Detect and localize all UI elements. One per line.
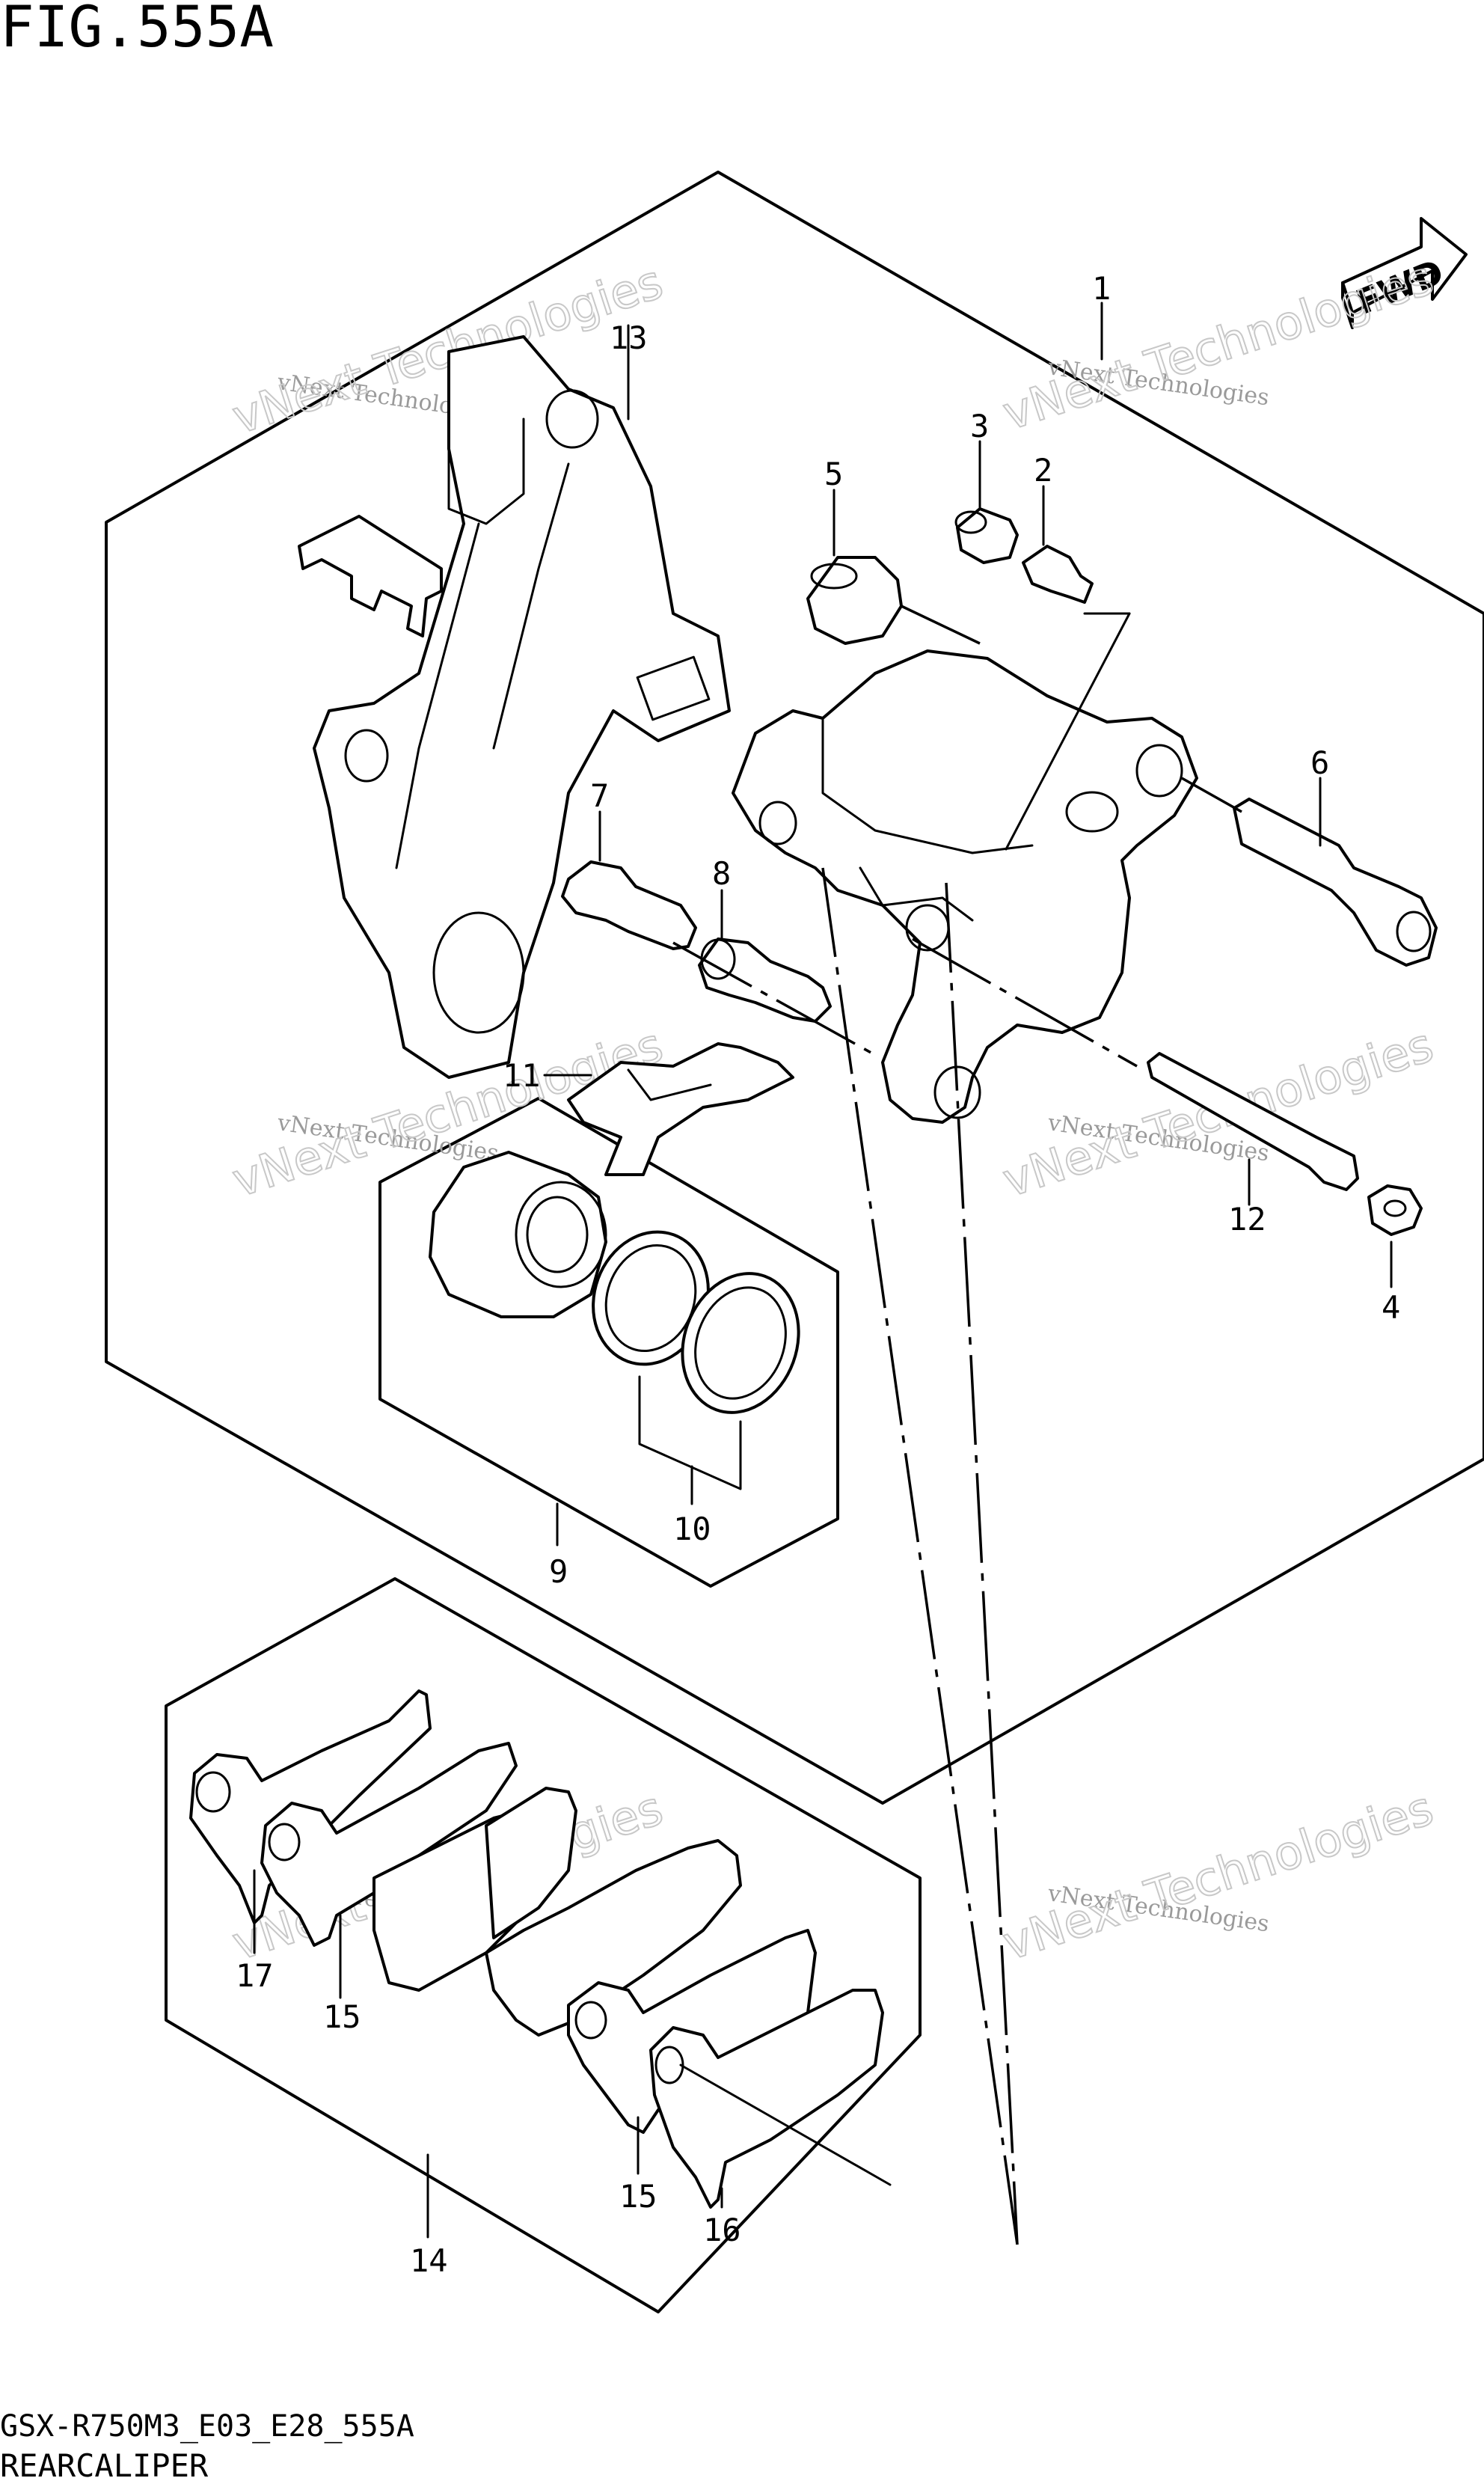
slide-pin-boot [806, 556, 903, 645]
callout-7: 7 [590, 777, 609, 814]
pad-spring [567, 1042, 794, 1176]
callout-13: 13 [610, 319, 648, 356]
callout-15-lower: 15 [619, 2178, 657, 2215]
leader-lines [253, 302, 1393, 2245]
pad-spring-clip [298, 515, 443, 637]
callout-1: 1 [1092, 270, 1111, 307]
callout-4: 4 [1382, 1289, 1400, 1326]
figure-name: REARCALIPER [0, 2447, 209, 2484]
callout-5: 5 [824, 456, 843, 492]
figure-title: FIG.555A [0, 0, 274, 60]
slide-pin-bolt [561, 860, 697, 950]
callout-17: 17 [236, 1957, 274, 1994]
svg-text:vNext Technologies: vNext Technologies [996, 251, 1439, 441]
pad-kit-outline [165, 1577, 922, 2313]
caliper-bolt [1233, 798, 1438, 967]
caliper-assembly-outline [105, 171, 1484, 1805]
callout-12: 12 [1228, 1201, 1266, 1238]
pad-pin-plug [1367, 1184, 1423, 1236]
caliper-bracket [313, 335, 731, 1079]
brake-pad-upper [260, 1742, 577, 1992]
callout-15-upper: 15 [323, 1998, 361, 2035]
svg-text:vNext Technologies: vNext Technologies [996, 1781, 1439, 1971]
callout-10: 10 [673, 1511, 711, 1547]
callout-2: 2 [1034, 452, 1052, 489]
caliper-body [732, 649, 1198, 1124]
pad-pin [1147, 1052, 1359, 1191]
bleeder-valve [1022, 545, 1094, 604]
callout-8: 8 [712, 855, 731, 892]
callout-labels: 1 2 3 4 5 6 7 8 9 10 11 12 13 14 15 15 1… [236, 270, 1400, 2279]
callout-11: 11 [503, 1057, 541, 1094]
callout-3: 3 [970, 408, 989, 444]
slide-pin [698, 937, 832, 1023]
callout-14: 14 [410, 2242, 448, 2279]
piston-kit-outline [378, 1097, 839, 1588]
callout-9: 9 [549, 1553, 568, 1590]
figure-code: GSX-R750M3_E03_E28_555A [0, 2409, 414, 2444]
bleeder-cap [954, 507, 1019, 564]
caliper-piston [429, 1151, 607, 1318]
callout-16: 16 [703, 2212, 741, 2248]
piston-seals [592, 1230, 800, 1414]
callout-6: 6 [1310, 744, 1329, 781]
